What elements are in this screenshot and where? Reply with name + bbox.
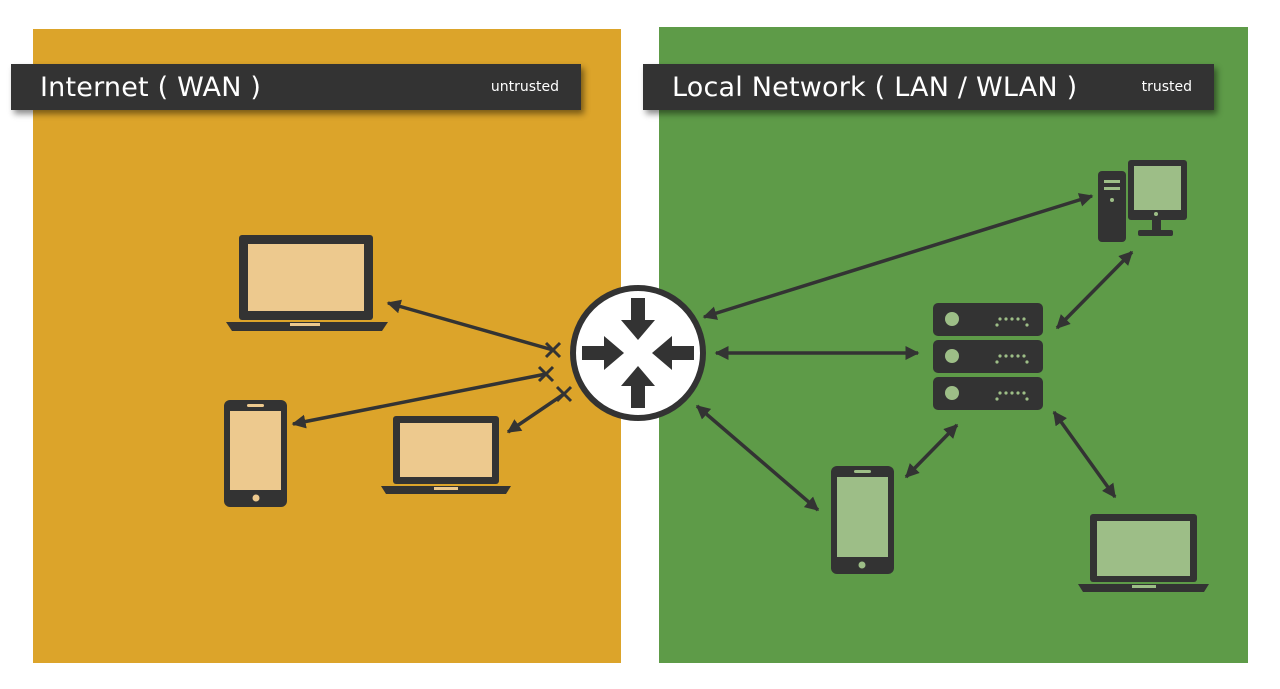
lan-title: Local Network ( LAN / WLAN ): [672, 71, 1078, 103]
block-marks: [537, 341, 573, 403]
smartphone-icon: [831, 466, 894, 574]
block-x-icon: [544, 341, 562, 359]
block-x-icon: [537, 365, 555, 383]
laptop-icon: [381, 416, 511, 494]
lan-connections: [695, 193, 1134, 512]
lan-header: Local Network ( LAN / WLAN ) trusted: [643, 64, 1214, 110]
laptop-icon: [226, 235, 388, 331]
wan-title: Internet ( WAN ): [40, 71, 262, 103]
link-router-desktop: [702, 193, 1094, 320]
wan-link-laptop-2: [506, 392, 565, 434]
laptop-icon: [1078, 514, 1209, 592]
wan-link-phone: [291, 372, 547, 429]
link-server-phone: [904, 423, 959, 479]
block-x-icon: [555, 385, 573, 403]
link-server-desktop: [1055, 250, 1134, 330]
wan-connections: [291, 299, 565, 434]
desktop-computer-icon: [1098, 160, 1187, 242]
wan-header: Internet ( WAN ) untrusted: [11, 64, 581, 110]
wan-trust-label: untrusted: [490, 79, 559, 95]
wan-zone: [33, 29, 621, 663]
wan-link-laptop: [386, 299, 554, 352]
link-router-phone: [695, 404, 820, 512]
smartphone-icon: [224, 400, 287, 507]
server-icon: [933, 303, 1043, 410]
lan-trust-label: trusted: [1141, 79, 1192, 95]
link-server-laptop: [1052, 410, 1117, 499]
router-icon: [570, 285, 706, 421]
